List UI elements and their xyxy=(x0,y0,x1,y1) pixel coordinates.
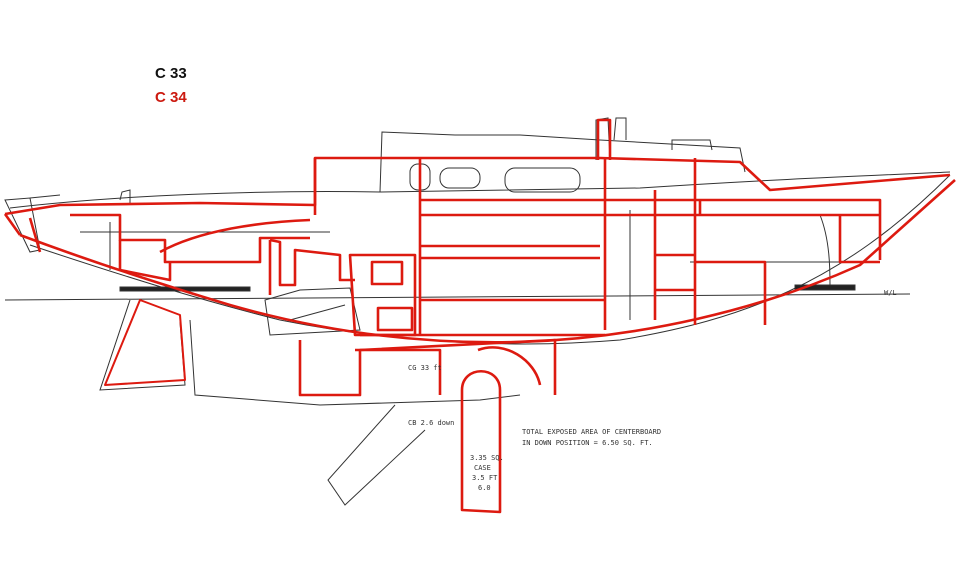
waterline xyxy=(4,293,911,301)
c34-profile xyxy=(3,118,956,514)
c33-profile xyxy=(4,117,951,506)
c34-aft-berth xyxy=(70,213,310,264)
c34-ballast xyxy=(355,348,442,395)
annotations: W/L CG 33 ft CB 2.6 down TOTAL EXPOSED A… xyxy=(408,289,897,492)
area-note-line-1: TOTAL EXPOSED AREA OF CENTERBOARD xyxy=(522,428,661,436)
c33-sheer-line xyxy=(9,171,951,209)
c33-stern-pulpit xyxy=(29,189,131,205)
c34-head xyxy=(655,253,695,292)
cb-note-line-2: CASE xyxy=(474,464,491,472)
c34-keel xyxy=(298,338,557,397)
board-label: CB 2.6 down xyxy=(408,419,454,427)
c34-forward-cabin xyxy=(695,260,767,325)
c34-engine-box xyxy=(269,238,355,287)
c33-portlight-2 xyxy=(504,167,581,193)
c34-galley xyxy=(348,253,417,337)
c33-hatch xyxy=(671,139,713,151)
c34-rudder xyxy=(104,299,186,386)
c33-shaft xyxy=(289,304,346,321)
c33-cabin-top xyxy=(379,131,746,193)
cb-note-line-3: 3.5 FT xyxy=(472,474,498,482)
cb-note-line-1: 3.35 SQ. xyxy=(470,454,504,462)
cb-note-line-4: 6.0 xyxy=(478,484,491,492)
c33-vberth-curve xyxy=(819,214,831,286)
c33-portlight-1 xyxy=(439,167,481,189)
c34-cabin-trunk xyxy=(420,198,882,260)
c34-vberth xyxy=(698,200,880,264)
c33-keel xyxy=(189,319,521,406)
c34-centerboard xyxy=(460,369,502,514)
c34-vent xyxy=(596,118,612,160)
c34-centerboard-trunk xyxy=(477,346,542,386)
c33-engine xyxy=(264,287,361,336)
c33-vent-2 xyxy=(613,117,627,141)
waterline-label: W/L xyxy=(884,289,897,297)
c33-centerboard xyxy=(327,404,426,506)
c34-hull-bottom xyxy=(19,179,956,344)
c34-lower-box xyxy=(376,306,414,332)
area-note-line-2: IN DOWN POSITION = 6.50 SQ. FT. xyxy=(522,439,653,447)
c34-saloon-table xyxy=(420,244,600,260)
c34-cockpit xyxy=(159,218,311,254)
c34-nav-box xyxy=(370,260,404,286)
legend: C 33 C 34 xyxy=(155,62,187,110)
legend-item-c33: C 33 xyxy=(155,65,187,82)
c34-aft-cabin-box xyxy=(118,240,172,282)
cg-label: CG 33 ft xyxy=(408,364,442,372)
c34-stern xyxy=(3,213,42,253)
c33-rudder xyxy=(99,299,186,391)
boot-stripe-fwd xyxy=(794,284,856,291)
c34-sheer-line xyxy=(4,156,951,216)
legend-item-c34: C 34 xyxy=(155,89,187,106)
